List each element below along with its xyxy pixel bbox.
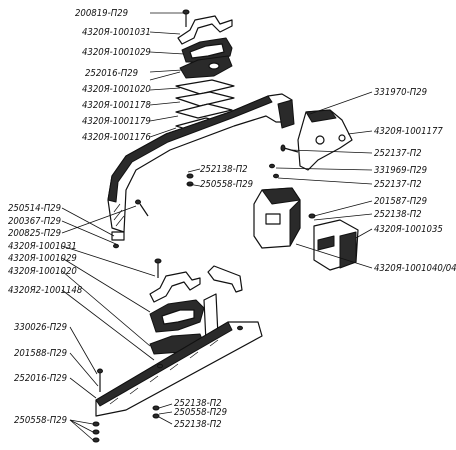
label-4320ya-1001020: 4320Я-1001020 [82, 84, 151, 95]
label-4320ya-1001040-041: 4320Я-1001040/041 [374, 263, 456, 274]
label-330026-p29: 330026-П29 [14, 322, 67, 333]
label-201588-p29: 201588-П29 [14, 348, 67, 359]
right-bolt [280, 144, 299, 153]
label-250514-p29: 250514-П29 [8, 203, 61, 214]
lower-bolt [154, 258, 162, 278]
label-4320ya-1001029: 4320Я-1001029 [82, 47, 151, 58]
lower-cushion [149, 299, 205, 333]
label-252016-p29-lower: 252016-П29 [14, 373, 67, 384]
label-4320ya2-1001148: 4320Я2-1001148 [8, 285, 83, 296]
label-4320ya-1001035: 4320Я-1001035 [374, 224, 443, 235]
label-4320ya-1001031-lower: 4320Я-1001031 [8, 241, 77, 252]
label-4320ya-1001020-lower: 4320Я-1001020 [8, 266, 77, 277]
label-201587-p29: 201587-П29 [374, 196, 427, 207]
label-200825-p29: 200825-П29 [8, 228, 61, 239]
upper-cushion-2 [179, 55, 233, 79]
lower-crossmember [95, 265, 263, 417]
labels: 200819-П29 4320Я-1001031 4320Я-1001029 2… [8, 8, 456, 430]
support-block-left [253, 187, 301, 249]
front-crossmember [107, 93, 295, 241]
label-250558-p29-bottom: 250558-П29 [14, 415, 67, 426]
upper-bracket [177, 15, 233, 45]
label-331970-p29: 331970-П29 [374, 87, 427, 98]
label-252137-p2-2: 252137-П2 [374, 179, 422, 190]
label-331969-p29: 331969-П29 [374, 165, 427, 176]
label-250558-p29-low: 250558-П29 [174, 407, 227, 418]
label-4320ya-1001177: 4320Я-1001177 [374, 126, 443, 137]
label-252138-p2-right: 252138-П2 [374, 209, 422, 220]
label-4320ya-1001176: 4320Я-1001176 [82, 132, 151, 143]
label-252016-p29: 252016-П29 [85, 68, 138, 79]
label-4320ya-1001178: 4320Я-1001178 [82, 100, 151, 111]
label-252138-p2-mid: 252138-П2 [200, 164, 248, 175]
label-4320ya-1001179: 4320Я-1001179 [82, 116, 151, 127]
upper-cushion [181, 37, 233, 63]
label-252137-p2: 252137-П2 [374, 148, 422, 159]
leader-lines [61, 12, 373, 441]
label-200367-p29: 200367-П29 [8, 216, 61, 227]
lower-bracket [149, 271, 201, 303]
label-200819-p29: 200819-П29 [75, 8, 128, 19]
left-fasteners [113, 199, 149, 249]
lower-left-bolt [97, 368, 103, 392]
upper-plates [175, 79, 235, 133]
label-4320ya-1001029-lower: 4320Я-1001029 [8, 253, 77, 264]
label-252138-p2-low2: 252138-П2 [174, 419, 222, 430]
support-block-right [313, 219, 359, 271]
upper-bolt [182, 9, 190, 27]
label-4320ya-1001031: 4320Я-1001031 [82, 27, 151, 38]
label-250558-p29-mid: 250558-П29 [200, 179, 253, 190]
label-252138-p2-low1: 252138-П2 [174, 398, 222, 409]
lower-nuts [92, 405, 160, 443]
right-bracket [297, 109, 353, 171]
